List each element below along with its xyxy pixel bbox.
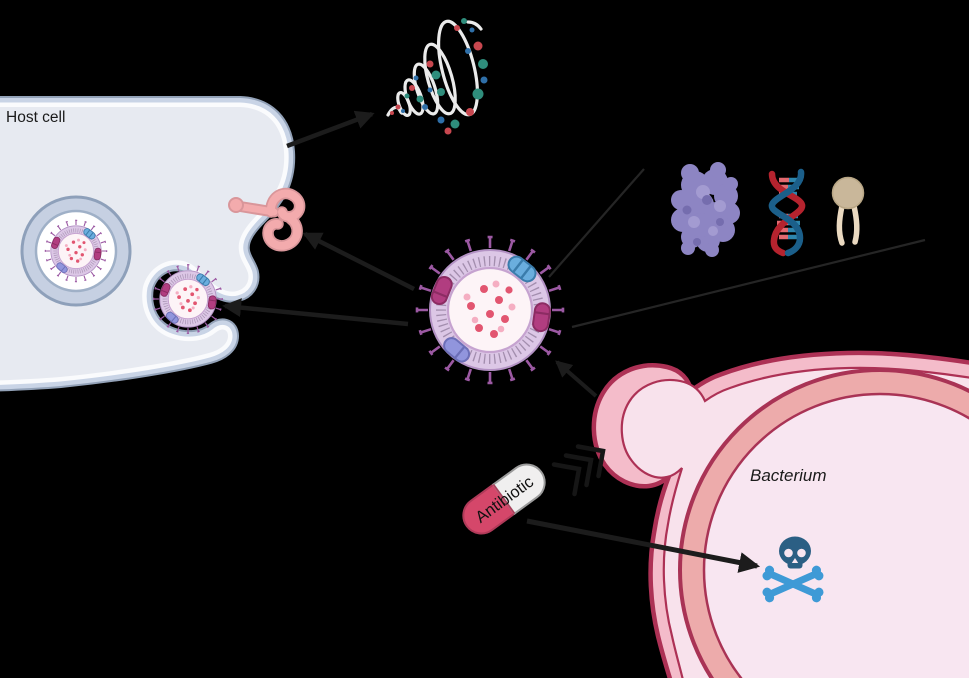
arrow-virus-to-receptor	[302, 231, 416, 292]
bacterium: Bacterium	[591, 350, 969, 678]
phospholipid-icon	[831, 176, 865, 246]
bacterium-inner-membrane	[678, 368, 969, 678]
host-cell: Host cell	[0, 96, 296, 392]
bacterium-inner-wall	[620, 366, 969, 678]
virus-particle-icon	[416, 236, 564, 384]
protein-icon	[671, 162, 740, 257]
leader-line-to-right	[571, 238, 926, 329]
receptor-icon	[228, 187, 306, 252]
skull-crossbones-icon	[762, 536, 824, 603]
bacterium-label: Bacterium	[750, 466, 827, 485]
rna-strand-icon	[386, 18, 488, 135]
arrow-antibiotic-to-skull	[526, 518, 761, 573]
leader-line-to-protein	[548, 168, 645, 278]
arrow-bacterium-to-virus	[555, 360, 598, 398]
chevrons-icon	[551, 444, 606, 497]
arrow-virus-to-membrane	[222, 298, 409, 327]
dna-helix-icon	[768, 168, 806, 257]
host-cell-membrane	[0, 96, 296, 392]
antibiotic-capsule-icon: Antibiotic	[462, 463, 546, 535]
arrow-cell-to-rna	[286, 110, 375, 149]
host-cell-label: Host cell	[6, 109, 65, 126]
